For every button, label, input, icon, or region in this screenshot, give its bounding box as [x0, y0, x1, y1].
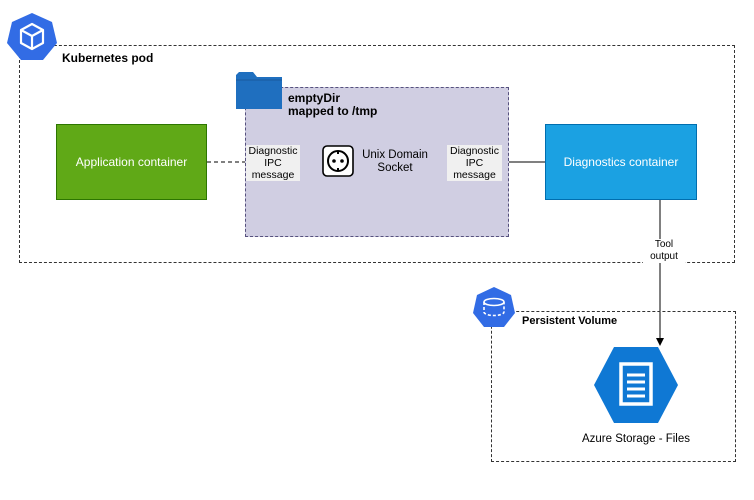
- persistent-volume-icon: [473, 287, 515, 327]
- emptydir-title-line1: emptyDir: [288, 91, 341, 105]
- diagnostics-container: Diagnostics container: [545, 124, 697, 200]
- ipc-message-label-right: Diagnostic IPC message: [447, 145, 502, 181]
- tool-output-line1: Tool: [654, 239, 674, 250]
- azure-storage-files-icon: [594, 347, 678, 423]
- ipc-left-line2: IPC: [264, 157, 282, 169]
- persistent-volume-boundary: [491, 311, 736, 462]
- kubernetes-pod-boundary: [19, 45, 735, 263]
- azure-storage-label: Azure Storage - Files: [581, 433, 690, 445]
- tool-output-label: Tool output: [643, 239, 685, 263]
- ipc-message-label-left: Diagnostic IPC message: [246, 145, 300, 181]
- socket-label-line2: Socket: [377, 162, 413, 174]
- diagnostics-container-label: Diagnostics container: [563, 155, 679, 169]
- ipc-right-line3: message: [453, 169, 496, 181]
- emptydir-title-line2: mapped to /tmp: [288, 104, 378, 118]
- persistent-volume-title: Persistent Volume: [522, 315, 618, 327]
- emptydir-title: emptyDir mapped to /tmp: [288, 92, 377, 118]
- kubernetes-pod-icon: [7, 13, 57, 60]
- ipc-right-line2: IPC: [465, 157, 484, 169]
- application-container: Application container: [56, 124, 207, 200]
- socket-icon: [322, 145, 354, 177]
- application-container-label: Application container: [75, 155, 188, 169]
- unix-domain-socket-label: Unix Domain Socket: [356, 149, 434, 175]
- folder-icon: [236, 72, 282, 109]
- tool-output-line2: output: [650, 251, 678, 262]
- ipc-left-line3: message: [251, 169, 295, 181]
- socket-label-line1: Unix Domain: [362, 149, 428, 161]
- ipc-left-line1: Diagnostic: [248, 145, 298, 157]
- pod-title: Kubernetes pod: [62, 51, 154, 65]
- ipc-right-line1: Diagnostic: [449, 145, 500, 157]
